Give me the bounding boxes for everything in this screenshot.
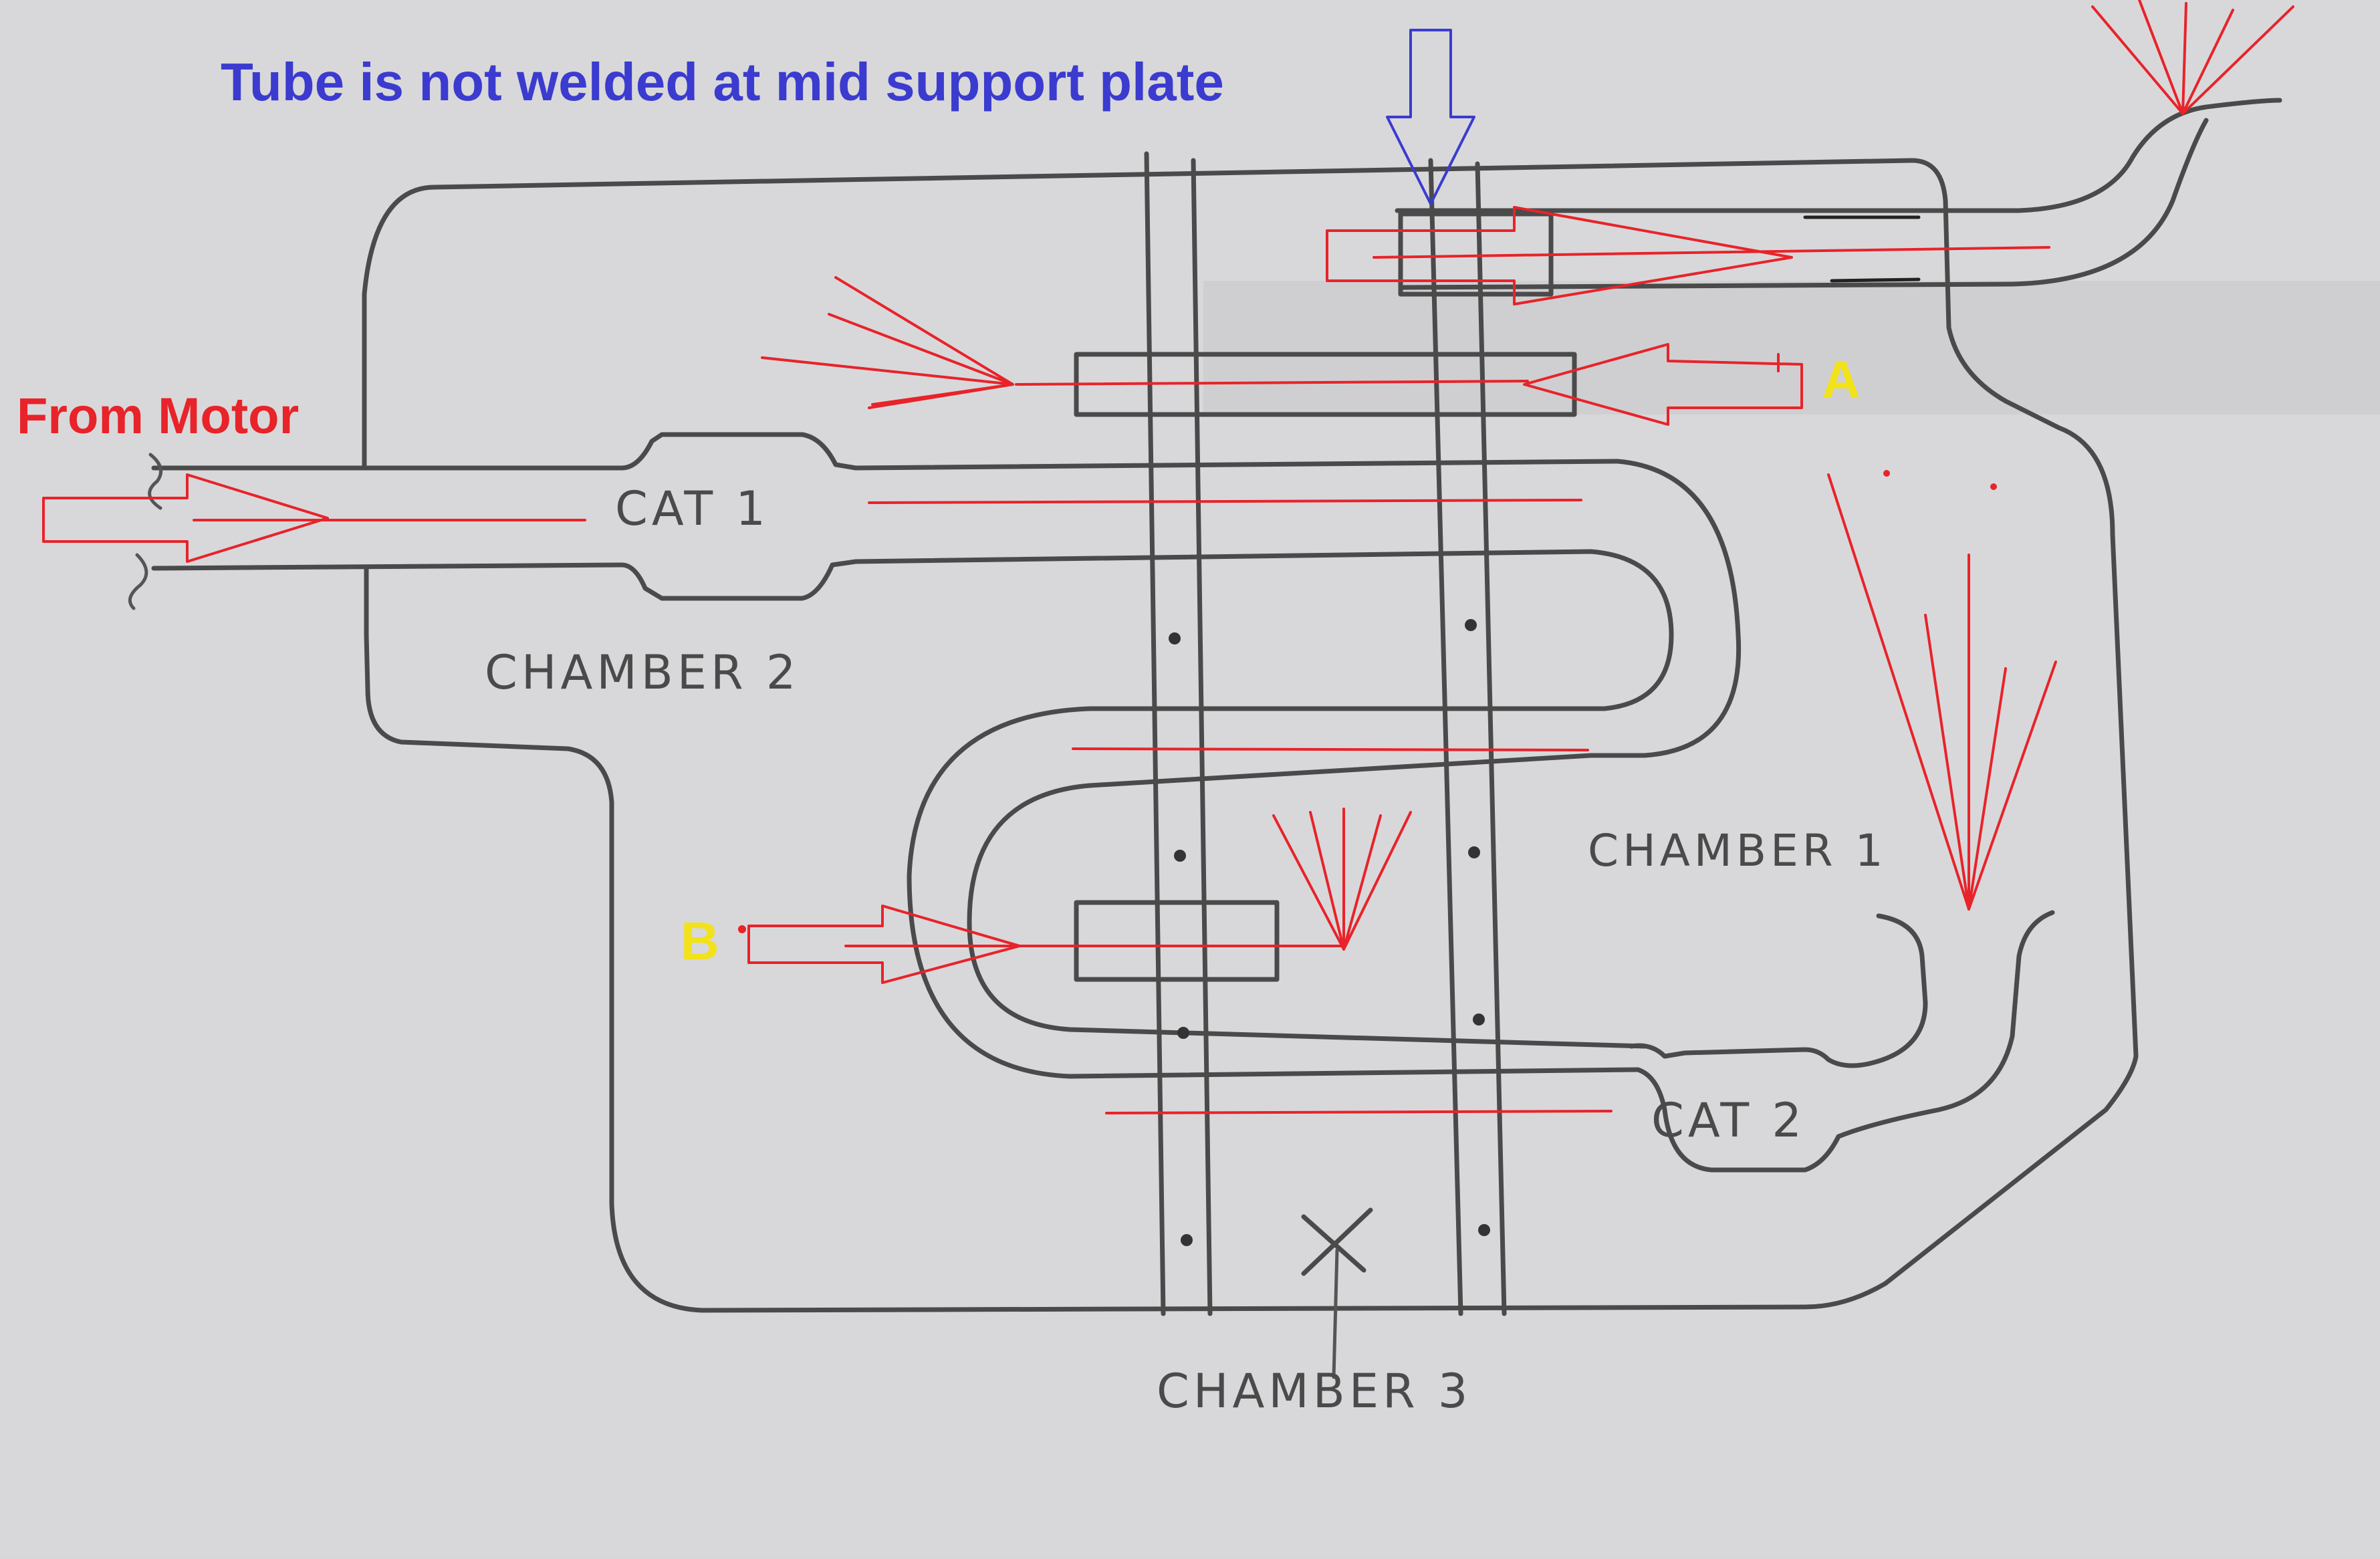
pipe-break-mark-bottom xyxy=(128,553,148,610)
rivet-dot xyxy=(1169,632,1181,644)
chamber3-marker xyxy=(1301,1207,1373,1379)
outlet-pipe-top xyxy=(1395,98,2282,213)
outlet-pipe-bottom xyxy=(1398,118,2209,290)
exhaust-spray-lines xyxy=(2091,0,2294,115)
rivet-dot xyxy=(1478,1224,1490,1236)
inlet-pipe xyxy=(128,432,1742,758)
chamber3-leader xyxy=(1332,1248,1339,1379)
tube-outer-loop xyxy=(907,706,1641,1079)
outlet-pipe xyxy=(1395,98,2282,297)
chamber1-spray-lines xyxy=(1827,473,2057,911)
support-plate-right-a xyxy=(1428,158,1463,1316)
rivet-dot xyxy=(1473,1013,1485,1026)
outlet-flow-line xyxy=(1373,246,2050,259)
chamber1-label: CHAMBER 1 xyxy=(1588,825,1887,876)
inlet-pipe-bottom-edge xyxy=(151,549,1674,711)
from-motor-label: From Motor xyxy=(17,388,299,445)
point-a-label: A xyxy=(1822,350,1861,409)
tube-note-arrow xyxy=(1386,29,1475,205)
cat2-label: CAT 2 xyxy=(1651,1093,1806,1148)
chamber2-label: CHAMBER 2 xyxy=(485,645,800,700)
cat1-label: CAT 1 xyxy=(615,481,769,536)
pipe-break-mark-top xyxy=(148,453,163,510)
mid-flow-line xyxy=(1072,747,1589,751)
point-b-flow-arrow xyxy=(747,905,1021,984)
rivet-dot xyxy=(1181,1234,1193,1246)
muffler-housing xyxy=(362,158,2139,1313)
paper-smudge xyxy=(1203,281,2380,414)
inlet-flow-arrow xyxy=(42,473,329,563)
outlet-weld-marks xyxy=(1803,215,1921,283)
tube-inner-loop xyxy=(967,753,1647,1049)
stray-red-dot xyxy=(1990,483,1997,490)
support-plates xyxy=(1144,151,1507,1316)
chamber3-label: CHAMBER 3 xyxy=(1157,1364,1471,1419)
point-a-flow-line xyxy=(1015,380,1529,386)
point-b-dot xyxy=(738,925,746,933)
cat1-flow-line xyxy=(868,499,1582,504)
rivet-dot xyxy=(1468,846,1480,858)
point-a-spray-lines xyxy=(761,276,1014,409)
serpentine-tube xyxy=(907,706,1647,1079)
support-plate-left-b xyxy=(1191,158,1213,1316)
rivet-dot xyxy=(1465,619,1477,631)
outlet-flow-arrow xyxy=(1326,206,1793,306)
inlet-pipe-top-edge xyxy=(151,432,1742,758)
chamber3-x-mark xyxy=(1301,1207,1373,1276)
stray-red-dot xyxy=(1883,470,1890,477)
rivet-dot xyxy=(1177,1027,1189,1039)
cat2-top-edge xyxy=(1629,913,1928,1068)
rivet-dot xyxy=(1174,850,1186,862)
lower-baffle-block xyxy=(1074,900,1280,982)
support-plate-left-a xyxy=(1144,151,1166,1316)
cat2-flow-line xyxy=(1105,1110,1613,1114)
cat2-bottom-edge xyxy=(1635,910,2055,1173)
point-b-spray-lines xyxy=(1272,808,1412,951)
point-b-label: B xyxy=(681,911,719,971)
tube-note-text: Tube is not welded at mid support plate xyxy=(221,52,1224,112)
point-a-flow-arrow xyxy=(1523,343,1803,426)
cat2-tube xyxy=(1629,910,2055,1173)
flow-arrows xyxy=(42,0,2294,1114)
support-plate-right-b xyxy=(1475,161,1507,1316)
housing-outline xyxy=(362,158,2139,1313)
